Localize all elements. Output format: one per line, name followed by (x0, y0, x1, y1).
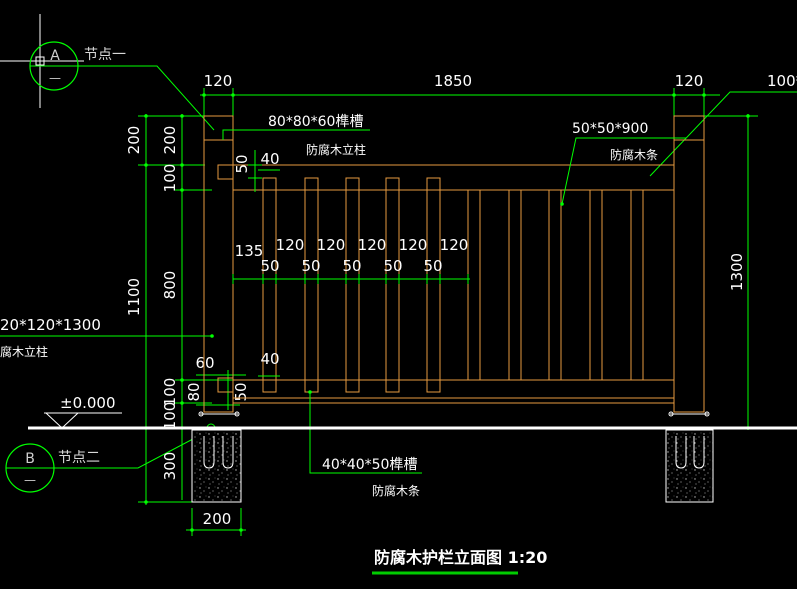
dim-120-5: 120 (440, 236, 469, 254)
dim-inner-100-bottom: 100 (161, 402, 179, 431)
drawing-title-text: 防腐木护栏立面图 1:20 (374, 548, 547, 567)
level-marker: ±0.000 (44, 394, 122, 429)
anchor-bolts (198, 411, 710, 417)
dim-120-4: 120 (399, 236, 428, 254)
right-post (673, 115, 705, 413)
left-post-size-label: 20*120*1300 (0, 316, 101, 334)
dim-top-left-120: 120 (204, 72, 233, 90)
dim-top-1850: 1850 (434, 72, 472, 90)
balusters-mortised (262, 177, 441, 393)
dim-inner-800: 800 (161, 271, 179, 300)
right-dimension: 1300 (704, 114, 758, 430)
callout-b-label: 节点二 (58, 450, 100, 466)
annotation-post-top: 80*80*60榫槽 防腐木立柱 (222, 114, 370, 157)
dim-120-3: 120 (358, 236, 387, 254)
dim-right-1300: 1300 (728, 253, 746, 291)
dim-50-2: 50 (301, 257, 320, 275)
dim-top-50: 50 (233, 154, 251, 173)
baluster-slot-label: 40*40*50榫槽 (322, 457, 417, 473)
top-rail-detail-dimensions: 50 40 40 (233, 150, 280, 377)
dim-120-1: 120 (276, 236, 305, 254)
callout-a-dash: — (49, 71, 61, 85)
annotation-left-post: 20*120*1300 腐木立柱 (0, 316, 214, 359)
left-inner-dimension-chain: 200 100 800 100 100 (161, 114, 212, 500)
detail-callout-a: A — 节点一 (29, 41, 215, 131)
dim-80: 80 (185, 382, 203, 401)
dim-50-3: 50 (342, 257, 361, 275)
callout-b-dash: — (24, 473, 36, 487)
dim-top-right-120: 120 (675, 72, 704, 90)
dim-inner-100-top: 100 (161, 164, 179, 193)
dim-120-2: 120 (317, 236, 346, 254)
dim-left-200: 200 (125, 126, 143, 155)
dim-50-4: 50 (383, 257, 402, 275)
annotation-baluster: 40*40*50榫槽 防腐木条 (308, 390, 422, 498)
left-footing (191, 429, 242, 503)
railing-elevation (203, 115, 705, 413)
dim-inner-200: 200 (161, 126, 179, 155)
dim-footing-200: 200 (203, 510, 232, 528)
detail-callout-b: B — 节点二 (5, 423, 216, 493)
dim-top-40: 40 (260, 150, 279, 168)
dim-inner-100-mid: 100 (161, 378, 179, 407)
annotation-rail: 50*50*900 防腐木条 (560, 121, 686, 206)
footing-width-dimension: 200 (186, 508, 246, 536)
dim-left-1100: 1100 (125, 278, 143, 316)
callout-a-letter: A (50, 48, 60, 64)
dim-bottom-40: 40 (260, 350, 279, 368)
rail-name-label: 防腐木条 (610, 147, 658, 162)
dim-bottom-50: 50 (232, 382, 250, 401)
balusters-plain (467, 189, 644, 381)
dim-left-300: 300 (161, 452, 179, 481)
dim-135: 135 (235, 242, 264, 260)
bottom-rail (232, 379, 675, 404)
post-top-slot-label: 80*80*60榫槽 (268, 114, 363, 130)
ground-level-label: ±0.000 (60, 394, 116, 412)
callout-a-label: 节点一 (84, 47, 126, 63)
top-rail (232, 164, 675, 191)
crosshair-cursor-icon (0, 14, 84, 108)
drawing-title: 防腐木护栏立面图 1:20 (372, 548, 547, 575)
dim-50-1: 50 (260, 257, 279, 275)
dim-50-5: 50 (423, 257, 442, 275)
left-post-name-label: 腐木立柱 (0, 344, 48, 359)
baluster-spacing-dimensions: 135 120 120 120 120 120 50 50 50 50 50 (232, 236, 470, 284)
right-footing (665, 429, 714, 503)
dim-60: 60 (195, 354, 214, 372)
callout-b-letter: B (25, 451, 35, 467)
right-clipped-annotation: 100* (767, 72, 797, 90)
top-dimension-chain: 120 1850 120 (200, 72, 720, 118)
rail-size-label: 50*50*900 (572, 121, 648, 137)
baluster-name-label: 防腐木条 (372, 483, 420, 498)
left-post (203, 115, 234, 413)
post-top-name-label: 防腐木立柱 (306, 142, 366, 157)
